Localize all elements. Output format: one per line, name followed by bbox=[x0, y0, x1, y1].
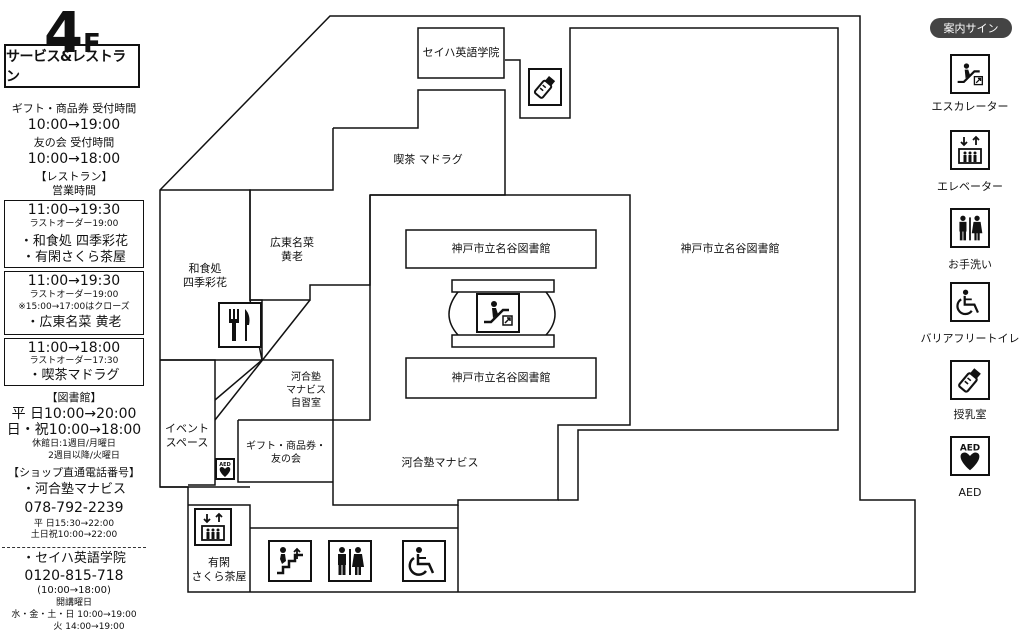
restroom-icon bbox=[328, 540, 372, 582]
baby-bottle-icon bbox=[528, 68, 562, 106]
escalator-icon bbox=[476, 293, 520, 333]
r1-hours: 11:00→19:30 bbox=[27, 202, 121, 218]
label-jishu: 河合塾マナビス自習室 bbox=[286, 372, 326, 409]
library-box-top bbox=[405, 229, 597, 269]
legend-restroom-label: お手洗い bbox=[948, 258, 992, 271]
legend-baby-label: 授乳室 bbox=[953, 408, 987, 421]
r3-hours: 11:00→18:00 bbox=[27, 340, 121, 356]
gift-hours: 10:00→19:00 bbox=[27, 117, 121, 133]
restaurant-box-1 bbox=[4, 200, 144, 268]
legend-aed-icon: AED bbox=[950, 436, 990, 476]
wheelchair-icon bbox=[402, 540, 446, 582]
label-sakura: 有閑さくら茶屋 bbox=[191, 556, 247, 584]
seiha-phone: 0120-815-718 bbox=[24, 568, 124, 584]
info-panel: 4F サービス&レストラン ギフト・商品券 受付時間 10:00→19:00 友… bbox=[0, 0, 148, 636]
restaurant-header: 【レストラン】 bbox=[35, 170, 113, 183]
label-library-bottom: 神戸市立名谷図書館 bbox=[451, 371, 551, 384]
room-washoku bbox=[160, 189, 263, 361]
label-kawai-manabis: 河合塾マナビス bbox=[401, 456, 479, 469]
legend-wheelchair-label: バリアフリートイレ bbox=[920, 332, 1020, 345]
room-jishu bbox=[238, 359, 334, 421]
r3-lastorder: ラストオーダー17:30 bbox=[29, 356, 119, 366]
kawai-weekday: 平 日15:30→22:00 bbox=[33, 519, 115, 529]
legend-escalator-label: エスカレーター bbox=[931, 100, 1009, 113]
r2-lastorder: ラストオーダー19:00 bbox=[29, 290, 119, 300]
escalator-void-left bbox=[448, 291, 459, 336]
library-header: 【図書館】 bbox=[46, 391, 102, 404]
legend-aed-label: AED bbox=[958, 486, 982, 499]
divider bbox=[2, 547, 146, 548]
label-kissa: 喫茶 マドラグ bbox=[393, 153, 463, 166]
wall-baby bbox=[505, 27, 839, 501]
restaurant-box-3 bbox=[4, 338, 144, 386]
phone-header: 【ショップ直通電話番号】 bbox=[8, 466, 140, 479]
seiha-name: ・セイハ英語学院 bbox=[22, 551, 126, 566]
r2-hours: 11:00→19:30 bbox=[27, 273, 121, 289]
r1-shop1: ・和食処 四季彩花 bbox=[19, 234, 129, 249]
label-event: イベントスペース bbox=[165, 422, 209, 450]
r1-lastorder: ラストオーダー19:00 bbox=[29, 219, 119, 229]
r1-shop2: ・有閑さくら茶屋 bbox=[21, 250, 126, 265]
legend-baby-bottle-icon bbox=[950, 360, 990, 400]
seiha-days-label: 開講曜日 bbox=[55, 598, 92, 608]
floor-subtitle: サービス&レストラン bbox=[4, 44, 140, 88]
r2-note: ※15:00→17:00はクローズ bbox=[18, 302, 130, 312]
tomo-label: 友の会 受付時間 bbox=[33, 136, 115, 149]
room-event bbox=[160, 359, 216, 486]
legend-elevator-icon bbox=[950, 130, 990, 170]
library-weekday: 平 日10:00→20:00 bbox=[11, 406, 137, 422]
legend-elevator-label: エレベーター bbox=[937, 180, 1003, 193]
floor-title: 4F サービス&レストラン bbox=[4, 6, 144, 94]
restaurant-hours-label: 営業時間 bbox=[52, 184, 96, 197]
library-holiday: 日・祝10:00→18:00 bbox=[6, 422, 142, 438]
r2-shop: ・広東名菜 黄老 bbox=[26, 315, 122, 330]
room-gift bbox=[237, 420, 333, 483]
escalator-void-right bbox=[545, 291, 556, 336]
seiha-days-2: 火 14:00→19:00 bbox=[53, 622, 125, 632]
label-washoku: 和食処四季彩花 bbox=[183, 262, 227, 290]
label-library-top: 神戸市立名谷図書館 bbox=[451, 242, 551, 255]
restaurant-box-2 bbox=[4, 271, 144, 335]
aed-icon: AED bbox=[215, 458, 235, 480]
wall-diag-2 bbox=[214, 359, 263, 401]
room-seiha bbox=[417, 27, 505, 79]
room-library-center bbox=[332, 194, 631, 506]
library-closed-1: 休館日:1週目/月曜日 bbox=[32, 439, 116, 449]
gift-hours-label: ギフト・商品券 受付時間 bbox=[11, 102, 137, 115]
legend-wheelchair-icon bbox=[950, 282, 990, 322]
stairs-icon bbox=[268, 540, 312, 582]
aed-icon-text: AED bbox=[960, 444, 980, 454]
sign-legend-header: 案内サイン bbox=[930, 18, 1012, 38]
legend-restroom-icon bbox=[950, 208, 990, 248]
kawai-phone: 078-792-2239 bbox=[24, 500, 124, 516]
kawai-name: ・河合塾マナビス bbox=[21, 482, 126, 497]
svg-text:AED: AED bbox=[219, 462, 230, 468]
label-library-right: 神戸市立名谷図書館 bbox=[680, 242, 780, 255]
room-sakura bbox=[188, 504, 251, 592]
elevator-icon bbox=[194, 508, 232, 546]
tomo-hours: 10:00→18:00 bbox=[27, 151, 121, 167]
escalator-void-2 bbox=[451, 334, 555, 348]
r3-shop: ・喫茶マドラグ bbox=[28, 368, 120, 383]
label-kanton: 広東名菜黄老 bbox=[270, 236, 314, 264]
label-seiha: セイハ英語学院 bbox=[422, 46, 500, 59]
legend-escalator-icon bbox=[950, 54, 990, 94]
library-closed-2: 2週目以降/火曜日 bbox=[48, 451, 120, 461]
escalator-void bbox=[451, 279, 555, 293]
kawai-holiday: 土日祝10:00→22:00 bbox=[30, 530, 118, 540]
library-box-bottom bbox=[405, 357, 597, 399]
seiha-hours: (10:00→18:00) bbox=[37, 585, 111, 596]
seiha-days-1: 水・金・土・日 10:00→19:00 bbox=[11, 610, 137, 620]
label-gift: ギフト・商品券・友の会 bbox=[246, 441, 326, 465]
restaurant-icon bbox=[218, 302, 262, 348]
